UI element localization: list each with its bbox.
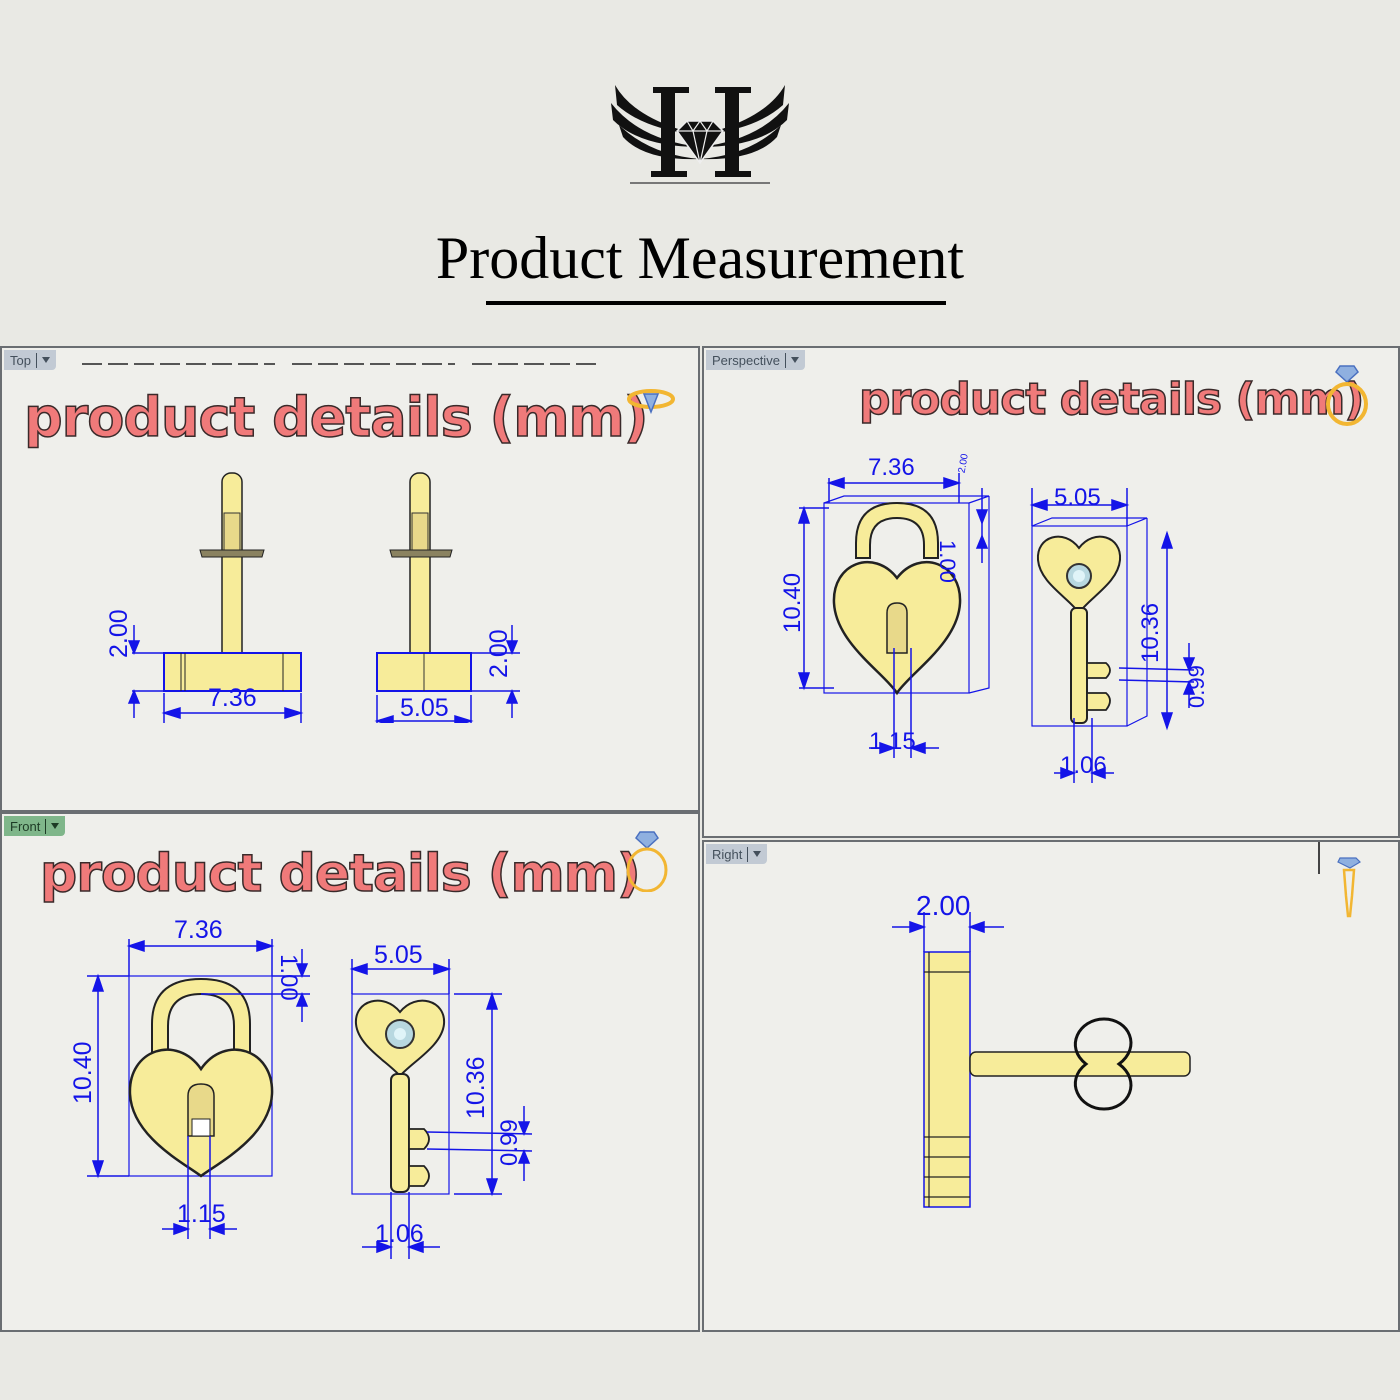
panel-heading: product details (mm) <box>39 843 641 905</box>
dropdown-arrow-icon[interactable] <box>753 851 762 857</box>
viewport-front[interactable]: Front product details (mm) <box>0 812 700 1332</box>
viewport-top[interactable]: Top product details (mm) 2.00 7.36 <box>0 346 700 812</box>
dim-label: 0.99 <box>496 1119 523 1166</box>
dim-label: 5.05 <box>400 694 449 722</box>
ring-front-icon <box>626 831 668 892</box>
dropdown-arrow-icon[interactable] <box>41 357 50 363</box>
viewport-divider <box>1318 842 1320 874</box>
dash-line-decoration <box>82 363 602 365</box>
dim-label: 2.00 <box>105 609 133 658</box>
dropdown-arrow-icon[interactable] <box>790 357 799 363</box>
side-drawing <box>892 912 1191 1208</box>
perspective-drawing <box>797 473 1196 783</box>
dim-label: 0.99 <box>1184 665 1209 708</box>
viewport-tab-label: Front <box>10 818 41 834</box>
dim-label: 1.06 <box>375 1220 424 1248</box>
stud-side-view-right <box>374 472 520 723</box>
ring-top-view-icon <box>627 389 675 415</box>
stud-side-view-left <box>127 472 304 723</box>
dim-label: 2.00 <box>485 629 513 678</box>
dim-label: 7.36 <box>174 916 223 944</box>
dim-label: 7.36 <box>868 454 915 481</box>
dim-label: 10.36 <box>462 1056 490 1119</box>
panel-heading: product details (mm) <box>23 385 649 450</box>
dropdown-arrow-icon[interactable] <box>51 823 60 829</box>
page-title: Product Measurement <box>435 225 965 291</box>
dim-label: 1.00 <box>935 540 960 583</box>
viewport-tab-label: Perspective <box>712 352 780 368</box>
dim-label: 5.05 <box>1054 484 1101 511</box>
dim-label: 2.00 <box>916 890 971 921</box>
dim-label: 7.36 <box>208 684 257 712</box>
viewport-right[interactable]: Right 2.00 <box>702 840 1400 1332</box>
dim-label: 10.40 <box>779 572 806 633</box>
viewport-tab-perspective[interactable]: Perspective <box>706 350 805 370</box>
brand-logo-icon <box>611 85 789 184</box>
viewport-perspective[interactable]: Perspective product details (mm) <box>702 346 1400 838</box>
dim-label: 1.00 <box>275 954 302 1001</box>
viewport-tab-right[interactable]: Right <box>706 844 768 864</box>
viewport-tab-label: Right <box>712 846 743 862</box>
viewport-tab-top[interactable]: Top <box>4 350 56 370</box>
title-underline <box>486 301 946 305</box>
front-drawing <box>87 939 533 1259</box>
viewport-tab-label: Top <box>10 352 31 368</box>
dim-label: 10.36 <box>1137 602 1164 663</box>
panel-heading: product details (mm) <box>858 373 1365 426</box>
dim-label: 1.06 <box>1060 752 1107 779</box>
dim-label: 10.40 <box>69 1041 97 1104</box>
ring-perspective-icon <box>1326 365 1368 426</box>
dim-label: 5.05 <box>374 941 423 969</box>
ring-side-icon <box>1337 857 1361 918</box>
viewport-tab-front[interactable]: Front <box>4 816 66 836</box>
dim-label: 1.15 <box>869 728 916 755</box>
dim-label: 1.15 <box>177 1200 226 1228</box>
